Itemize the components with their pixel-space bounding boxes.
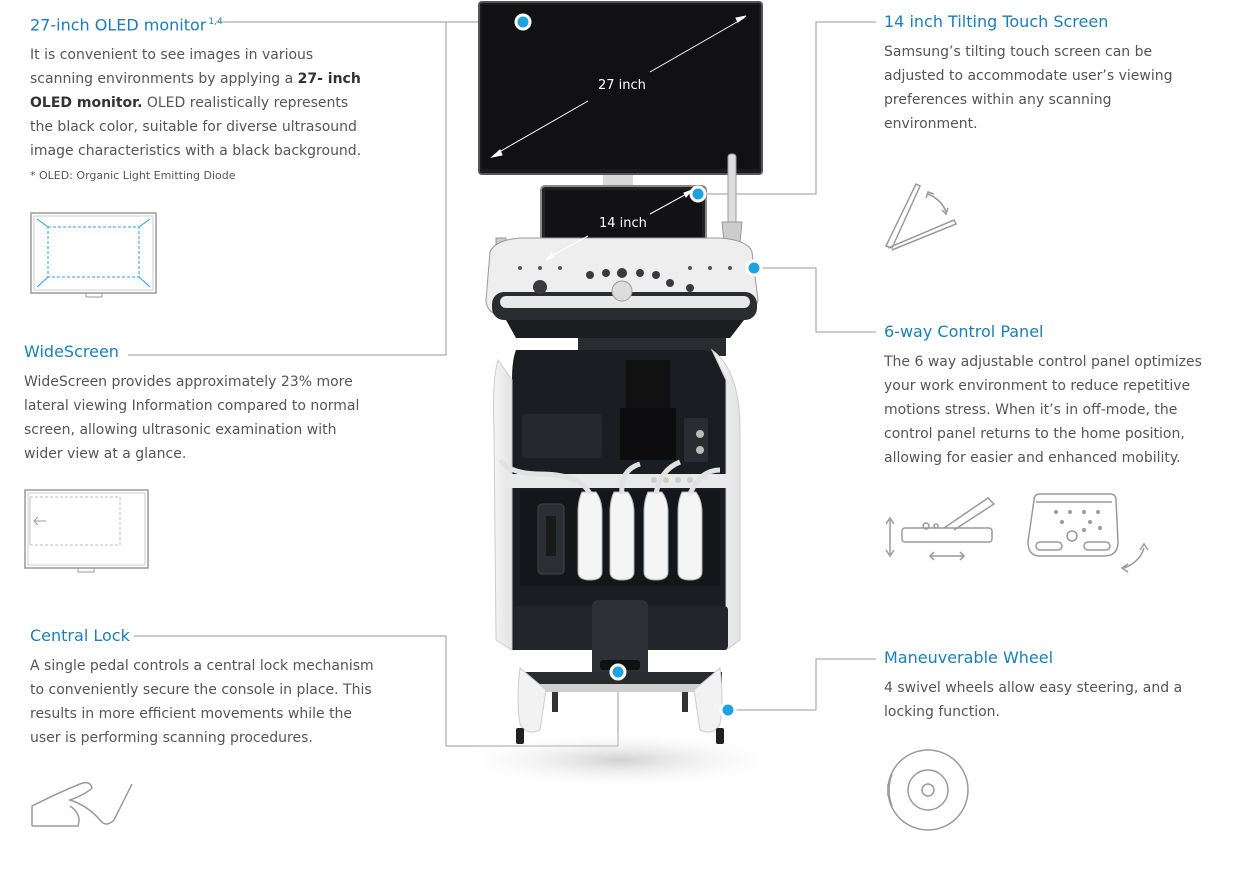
footnote-ref: 1,4 — [208, 17, 223, 27]
feature-control-panel: 6-way Control Panel The 6 way adjustable… — [884, 322, 1229, 470]
feature-title: WideScreen — [24, 342, 119, 361]
touch-screen-size-label: 14 inch — [599, 216, 647, 231]
feature-description: The 6 way adjustable control panel optim… — [884, 354, 1202, 466]
feature-touch-screen: 14 inch Tilting Touch Screen Samsung’s t… — [884, 12, 1184, 136]
feature-title: Maneuverable Wheel — [884, 648, 1054, 667]
feature-description: It is convenient to see images in variou… — [30, 47, 362, 160]
feature-description: 4 swivel wheels allow easy steering, and… — [884, 680, 1183, 720]
feature-title: 6-way Control Panel — [884, 322, 1044, 341]
panel-adjust-icon — [885, 497, 996, 561]
feature-description: Samsung’s tilting touch screen can be ad… — [884, 44, 1173, 132]
pedal-icon — [31, 781, 133, 827]
feature-wheel: Maneuverable Wheel 4 swivel wheels allow… — [884, 648, 1184, 724]
feature-central-lock: Central Lock A single pedal controls a c… — [30, 626, 385, 750]
monitor-size-label: 27 inch — [598, 78, 646, 93]
widescreen-icon — [24, 489, 149, 573]
wheel-icon — [887, 749, 969, 831]
feature-description: WideScreen provides approximately 23% mo… — [24, 374, 360, 462]
oled-footnote: * OLED: Organic Light Emitting Diode — [30, 169, 236, 183]
feature-title: 14 inch Tilting Touch Screen — [884, 12, 1109, 31]
tilt-icon — [884, 182, 958, 251]
monitor-expand-icon — [30, 212, 157, 298]
callout-markers — [514, 13, 763, 719]
panel-rotate-icon — [1027, 493, 1149, 573]
feature-title: Central Lock — [30, 626, 130, 645]
feature-widescreen: WideScreen WideScreen provides approxima… — [24, 342, 369, 466]
feature-description: A single pedal controls a central lock m… — [30, 658, 374, 746]
ultrasound-system-illustration — [450, 1, 790, 790]
